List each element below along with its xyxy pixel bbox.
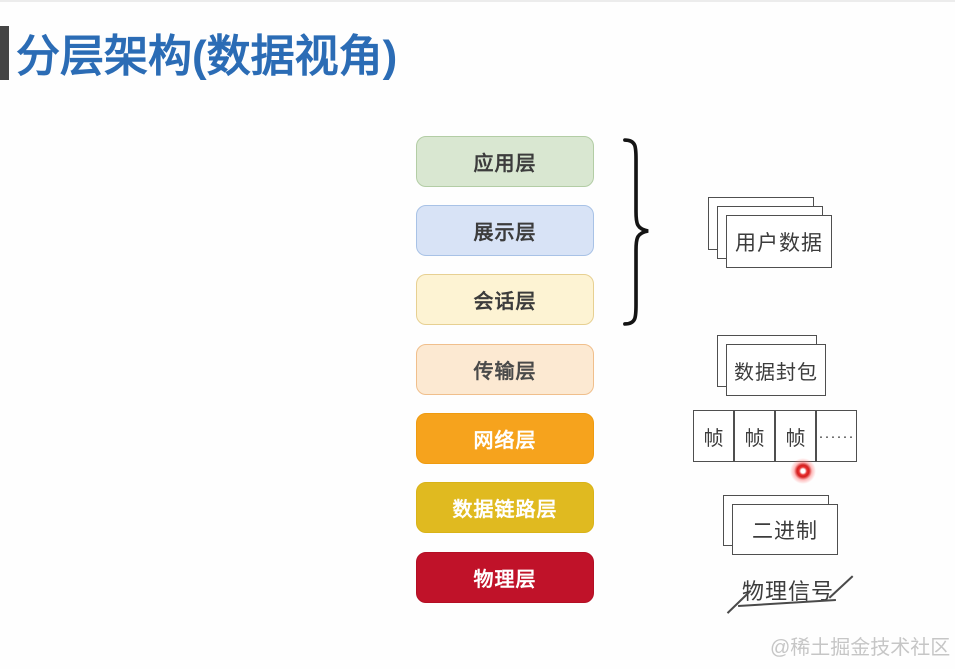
title-accent-bar bbox=[0, 26, 9, 80]
layer-box-physical: 物理层 bbox=[416, 552, 594, 603]
layer-box-transport: 传输层 bbox=[416, 344, 594, 395]
layer-box-application: 应用层 bbox=[416, 136, 594, 187]
user-data-card-front: 用户数据 bbox=[726, 215, 832, 268]
binary-card-front: 二进制 bbox=[732, 504, 838, 555]
layer-label-datalink: 数据链路层 bbox=[452, 499, 558, 521]
packet-label: 数据封包 bbox=[734, 361, 818, 384]
layer-box-presentation: 展示层 bbox=[416, 205, 594, 256]
binary-label: 二进制 bbox=[752, 519, 818, 543]
frame-cell-3: 帧 bbox=[775, 410, 816, 462]
layer-label-network: 网络层 bbox=[473, 430, 537, 452]
user-data-label: 用户数据 bbox=[735, 231, 823, 255]
layer-box-datalink: 数据链路层 bbox=[416, 482, 594, 533]
layer-box-session: 会话层 bbox=[416, 274, 594, 325]
watermark: @稀土掘金技术社区 bbox=[770, 637, 951, 659]
user-data-stack: 用户数据 bbox=[708, 197, 838, 272]
layer-label-session: 会话层 bbox=[473, 291, 537, 313]
binary-stack: 二进制 bbox=[723, 495, 841, 557]
frame-cell-2: 帧 bbox=[734, 410, 775, 462]
frame-cell-1: 帧 bbox=[693, 410, 734, 462]
layer-label-application: 应用层 bbox=[473, 153, 537, 175]
grouping-brace bbox=[623, 138, 649, 326]
packet-card-front: 数据封包 bbox=[726, 344, 826, 396]
page-title: 分层架构(数据视角) bbox=[16, 32, 398, 81]
frame-row: 帧 帧 帧 ······ bbox=[693, 410, 857, 462]
frame-cell-ellipsis: ······ bbox=[816, 410, 857, 462]
laser-pointer-dot bbox=[790, 458, 816, 484]
layer-box-network: 网络层 bbox=[416, 413, 594, 464]
packet-stack: 数据封包 bbox=[717, 335, 829, 399]
layer-label-physical: 物理层 bbox=[473, 569, 537, 591]
layer-label-transport: 传输层 bbox=[473, 361, 537, 383]
layer-label-presentation: 展示层 bbox=[473, 222, 537, 244]
